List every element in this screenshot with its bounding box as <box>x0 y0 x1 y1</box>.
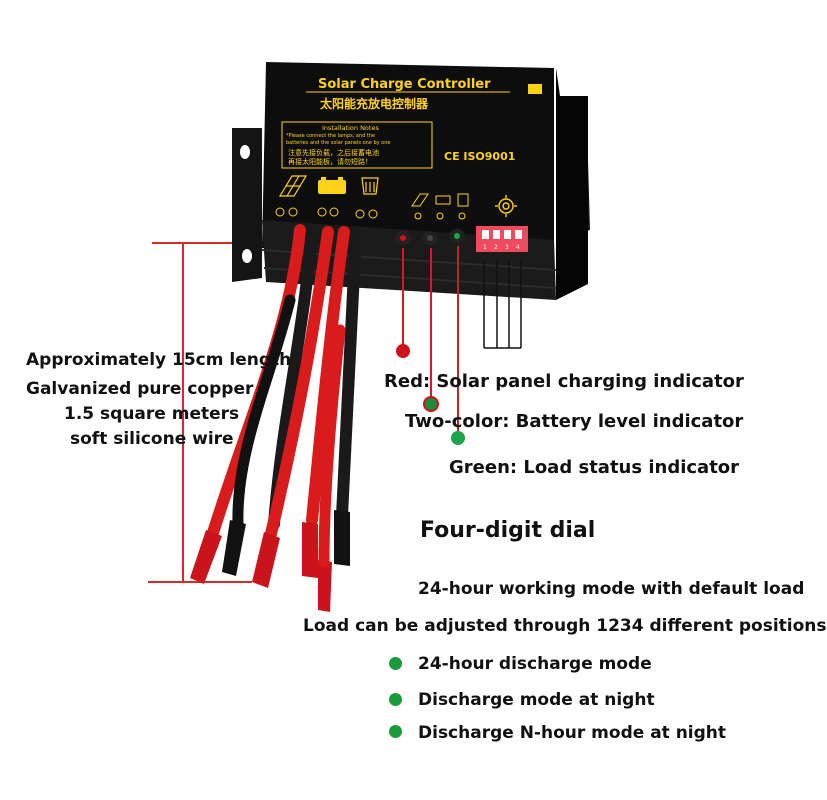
dip-number-4: 4 <box>516 244 520 251</box>
wire-spec-line-1: Approximately 15cm length <box>26 350 292 370</box>
wire-spec-line-2: Galvanized pure copper <box>26 379 254 399</box>
notes-heading: Installation Notes <box>322 124 379 132</box>
corner-label <box>528 84 542 94</box>
indicator-icons <box>411 193 469 207</box>
dip-switch: 1 2 3 4 <box>476 226 528 252</box>
led-indicators <box>395 229 465 245</box>
mode-bullet-2 <box>389 693 402 706</box>
mode-bullet-1 <box>389 657 402 670</box>
dip-number-2: 2 <box>494 244 498 251</box>
mode-label-night: Discharge mode at night <box>418 690 655 710</box>
cert-label: CE ISO9001 <box>444 150 515 163</box>
battery-icon <box>318 177 346 194</box>
mode-bullet-3 <box>389 725 402 738</box>
mode-label-24h: 24-hour discharge mode <box>418 654 652 674</box>
indicator-green-label: Green: Load status indicator <box>449 457 740 478</box>
gear-icon <box>495 195 517 217</box>
wire-spec-line-4: soft silicone wire <box>70 429 234 449</box>
solar-panel-icon <box>278 175 308 197</box>
notes-en-line-1: *Please connect the lamps, and the <box>286 133 375 139</box>
polarity-marks <box>275 207 466 220</box>
dial-default-line: 24-hour working mode with default load <box>418 579 805 599</box>
dip-callout <box>483 260 522 349</box>
product-image: Solar Charge Controller 太阳能充放电控制器 Instal… <box>26 62 827 743</box>
wire-ends <box>190 510 350 612</box>
dip-number-1: 1 <box>483 244 487 251</box>
notes-en-line-2: batteries and the solar panels one by on… <box>286 140 391 146</box>
mode-label-n-hour: Discharge N-hour mode at night <box>418 723 727 743</box>
dip-number-3: 3 <box>505 244 509 251</box>
notes-cn-line-1: 注意先接负载，之后接蓄电池 <box>288 148 379 157</box>
dial-adjust-line: Load can be adjusted through 1234 differ… <box>303 616 827 636</box>
dial-title: Four-digit dial <box>420 518 596 543</box>
indicator-red-label: Red: Solar panel charging indicator <box>384 371 744 392</box>
notes-cn-line-2: 再接太阳能板，请勿短路！ <box>288 157 372 166</box>
controller-illustration: Solar Charge Controller 太阳能充放电控制器 Instal… <box>148 62 590 612</box>
installation-notes-box <box>281 121 433 169</box>
indicator-two-color-label: Two-color: Battery level indicator <box>405 411 744 432</box>
device-title-en: Solar Charge Controller <box>318 77 491 92</box>
green-led <box>454 233 460 239</box>
two-color-led <box>427 235 433 241</box>
wires-lower <box>232 294 346 568</box>
red-led <box>400 235 406 241</box>
lamp-icon <box>361 177 379 195</box>
wire-spec-line-3: 1.5 square meters <box>64 404 240 424</box>
device-title-cn: 太阳能充放电控制器 <box>320 96 429 111</box>
